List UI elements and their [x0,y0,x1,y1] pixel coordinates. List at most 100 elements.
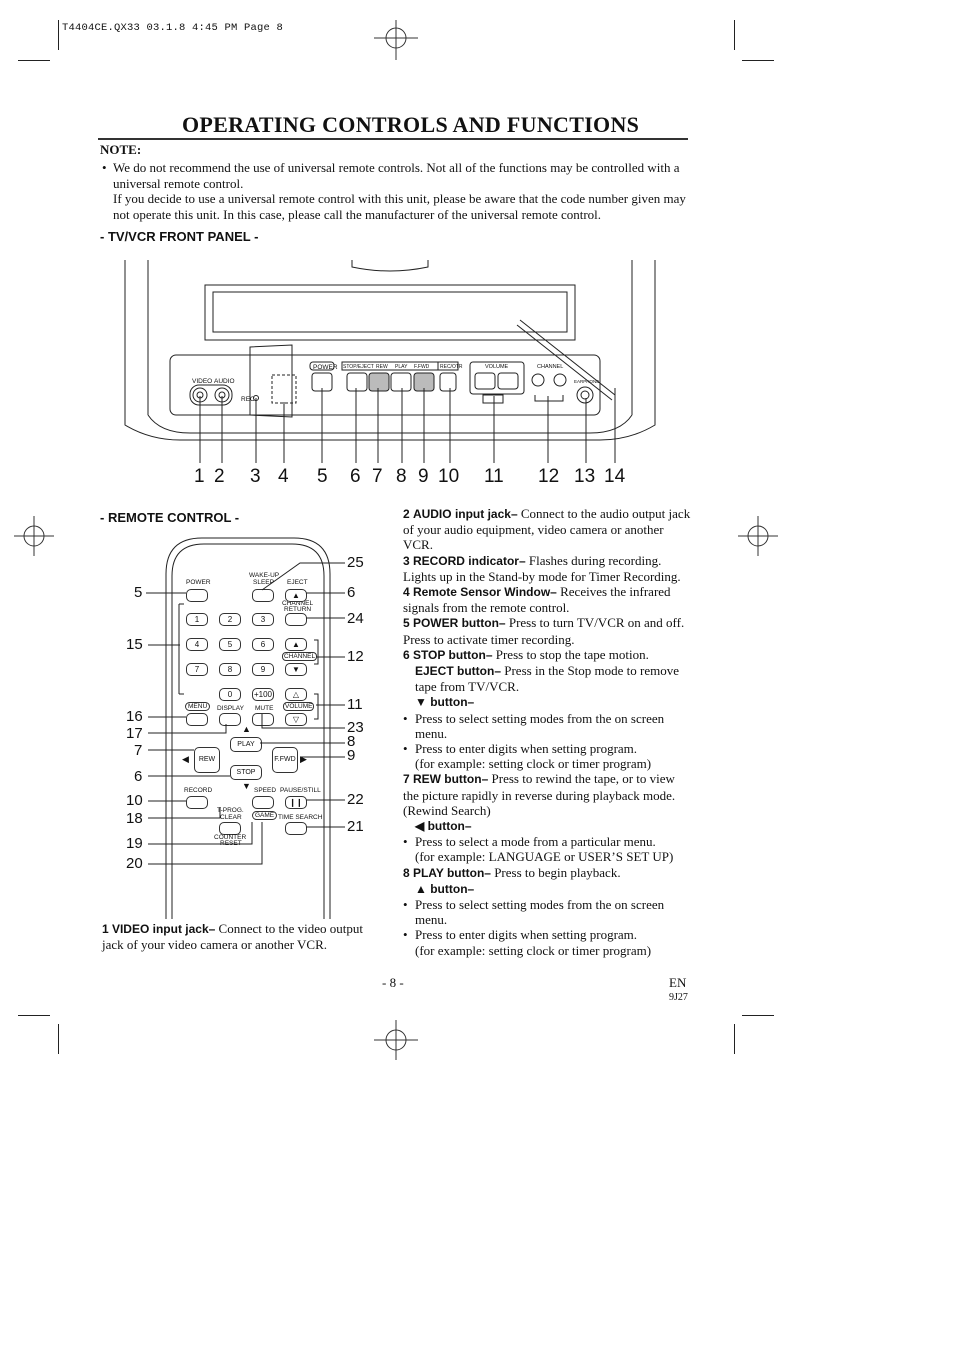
remote-label-volume: VOLUME [283,702,315,711]
remote-callout-18: 18 [126,810,143,827]
remote-eject-button[interactable]: ▲ [285,589,307,602]
remote-display-button[interactable] [219,713,241,726]
bullet: • [403,897,408,913]
remote-speed-button[interactable] [252,796,274,809]
remote-tprog-clear-button[interactable] [219,822,241,835]
panel-callout-5: 5 [317,466,328,487]
remote-mute-button[interactable] [252,713,274,726]
remote-ffwd-button[interactable]: F.FWD [272,747,298,773]
remote-heading: - REMOTE CONTROL - [100,510,240,525]
remote-plus100-button[interactable]: +100 [252,688,274,701]
remote-up-arrow-icon: ▲ [242,724,251,734]
remote-channel-down-button[interactable]: ▼ [285,663,307,676]
remote-rew-button[interactable]: REW [194,747,220,773]
front-panel-leader-lines [199,388,616,463]
item-rew-button: 7 REW button– Press to rewind the tape, … [403,771,691,818]
remote-channel-up-button[interactable]: ▲ [285,638,307,651]
remote-digit-8[interactable]: 8 [219,663,241,676]
remote-label-counter: COUNTER [214,834,247,841]
front-panel-illustration [124,260,656,441]
item-list: 2 AUDIO input jack– Connect to the audio… [403,506,691,958]
remote-channel-return-button[interactable] [285,613,307,626]
item-1-number: 1 [102,922,109,936]
remote-digit-5[interactable]: 5 [219,638,241,651]
remote-digit-7[interactable]: 7 [186,663,208,676]
item-left-bullet-1-example: (for example: LANGUAGE or USER’S SET UP) [415,849,674,865]
remote-callout-23: 23 [347,719,364,736]
note-heading: NOTE: [100,142,142,157]
item-2-title: AUDIO input jack– [412,507,518,521]
note-bullet: • [102,160,107,175]
item-audio-input-jack: 2 AUDIO input jack– Connect to the audio… [403,506,691,553]
remote-menu-button[interactable] [186,713,208,726]
remote-callout-20: 20 [126,855,143,872]
item-7-number: 7 [403,772,410,787]
item-3-title: RECORD indicator– [412,553,526,568]
crop-mark [58,1024,59,1054]
remote-callout-24: 24 [347,610,364,627]
remote-record-button[interactable] [186,796,208,809]
up-bullet-1-text: Press to select setting modes from the o… [415,897,665,928]
remote-callout-8: 8 [347,733,356,750]
item-3-text: Flashes during recording. Lights up in t… [403,552,681,584]
remote-label-menu[interactable]: MENU [185,702,211,711]
remote-volume-up-button[interactable]: △ [285,688,307,701]
item-down-button-heading: ▼ button– [403,694,703,710]
remote-callout-15: 15 [126,636,143,653]
remote-callout-11: 11 [347,696,363,713]
remote-digit-6[interactable]: 6 [252,638,274,651]
remote-volume-down-button[interactable]: ▽ [285,713,307,726]
item-2-number: 2 [403,507,410,521]
remote-label-clear: CLEAR [220,814,242,821]
crop-mark [734,20,735,50]
remote-label-display: DISPLAY [217,705,244,712]
remote-digit-0[interactable]: 0 [219,688,241,701]
remote-label-sleep: SLEEP [253,579,274,586]
remote-play-button[interactable]: PLAY [230,737,262,752]
remote-label-record: RECORD [184,787,213,794]
panel-label-play: PLAY [395,364,408,370]
item-6-text: Press to stop the tape motion. [495,646,649,662]
item-down-bullet-2-example: (for example: setting clock or timer pro… [415,756,652,772]
item-left-bullet-1: •Press to select a mode from a particula… [403,834,691,849]
panel-callout-9: 9 [418,466,429,487]
remote-pause-still-button[interactable]: ❙❙ [285,796,307,809]
remote-digit-1[interactable]: 1 [186,613,208,626]
item-record-indicator: 3 RECORD indicator– Flashes during recor… [403,553,691,584]
remote-callout-22: 22 [347,791,364,808]
item-8-number: 8 [403,865,410,880]
remote-left-arrow-icon: ◀ [182,754,189,764]
crop-mark [742,1015,774,1016]
left-button-title: ◀ button– [415,819,472,834]
item-4-number: 4 [403,585,410,600]
remote-digit-2[interactable]: 2 [219,613,241,626]
panel-callout-7: 7 [372,466,383,487]
bullet: • [403,741,408,757]
panel-label-video: VIDEO [192,378,213,385]
remote-label-eject: EJECT [287,579,308,586]
remote-stop-button[interactable]: STOP [230,765,262,780]
item-6-title: STOP button– [412,647,493,662]
item-6-text-2: Press in the Stop mode to remove tape fr… [415,663,680,695]
remote-callout-7: 7 [134,742,143,759]
item-4-title: Remote Sensor Window– [412,585,557,600]
remote-power-button[interactable] [186,589,208,602]
remote-label-time-search: TIME SEARCH [278,814,323,821]
file-header: T4404CE.QX33 03.1.8 4:45 PM Page 8 [62,22,284,34]
remote-label-t-prog: T-PROG. [217,807,244,814]
remote-callout-12: 12 [347,648,364,665]
remote-down-arrow-icon: ▼ [242,781,251,791]
remote-digit-3[interactable]: 3 [252,613,274,626]
bullet: • [403,927,408,943]
remote-digit-9[interactable]: 9 [252,663,274,676]
panel-label-rew: REW [376,364,388,370]
remote-callout-17: 17 [126,725,143,742]
item-up-bullet-2: •Press to enter digits when setting prog… [403,927,691,942]
panel-callout-4: 4 [278,466,289,487]
remote-callout-10: 10 [126,792,143,809]
remote-label-game[interactable]: GAME [252,811,278,820]
remote-label-mute: MUTE [255,705,274,712]
remote-digit-4[interactable]: 4 [186,638,208,651]
panel-callout-12: 12 [538,466,560,487]
remote-time-search-button[interactable] [285,822,307,835]
